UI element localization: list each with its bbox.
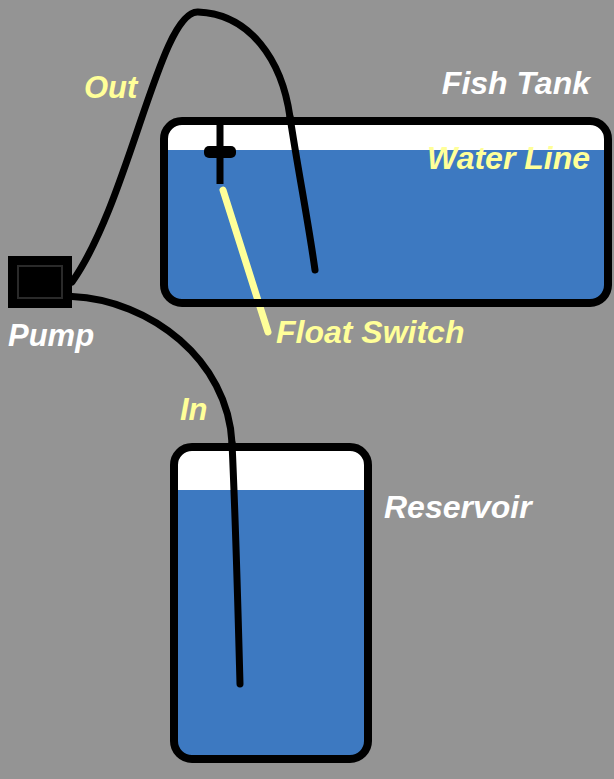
reservoir: Reservoir <box>170 443 372 763</box>
out-label: Out <box>82 72 139 103</box>
pump-label: Pump <box>8 320 94 351</box>
float-switch-mount <box>204 146 236 158</box>
outlet-tube <box>290 117 315 270</box>
tank-title: Fish Tank <box>442 67 590 99</box>
reservoir-water <box>174 490 368 759</box>
in-label: In <box>178 394 210 425</box>
reservoir-label: Reservoir <box>384 491 532 523</box>
float-switch-label: Float Switch <box>276 316 464 348</box>
reservoir-water <box>174 490 368 520</box>
fish-tank: Fish TankWater Line <box>160 117 612 307</box>
inlet-tube <box>72 297 232 443</box>
pump: Pump <box>8 256 72 308</box>
reservoir-air <box>174 447 368 759</box>
outlet-tube <box>72 12 290 282</box>
float-switch <box>223 190 268 332</box>
water-line-label: Water Line <box>427 142 590 174</box>
inlet-tube <box>232 443 240 684</box>
